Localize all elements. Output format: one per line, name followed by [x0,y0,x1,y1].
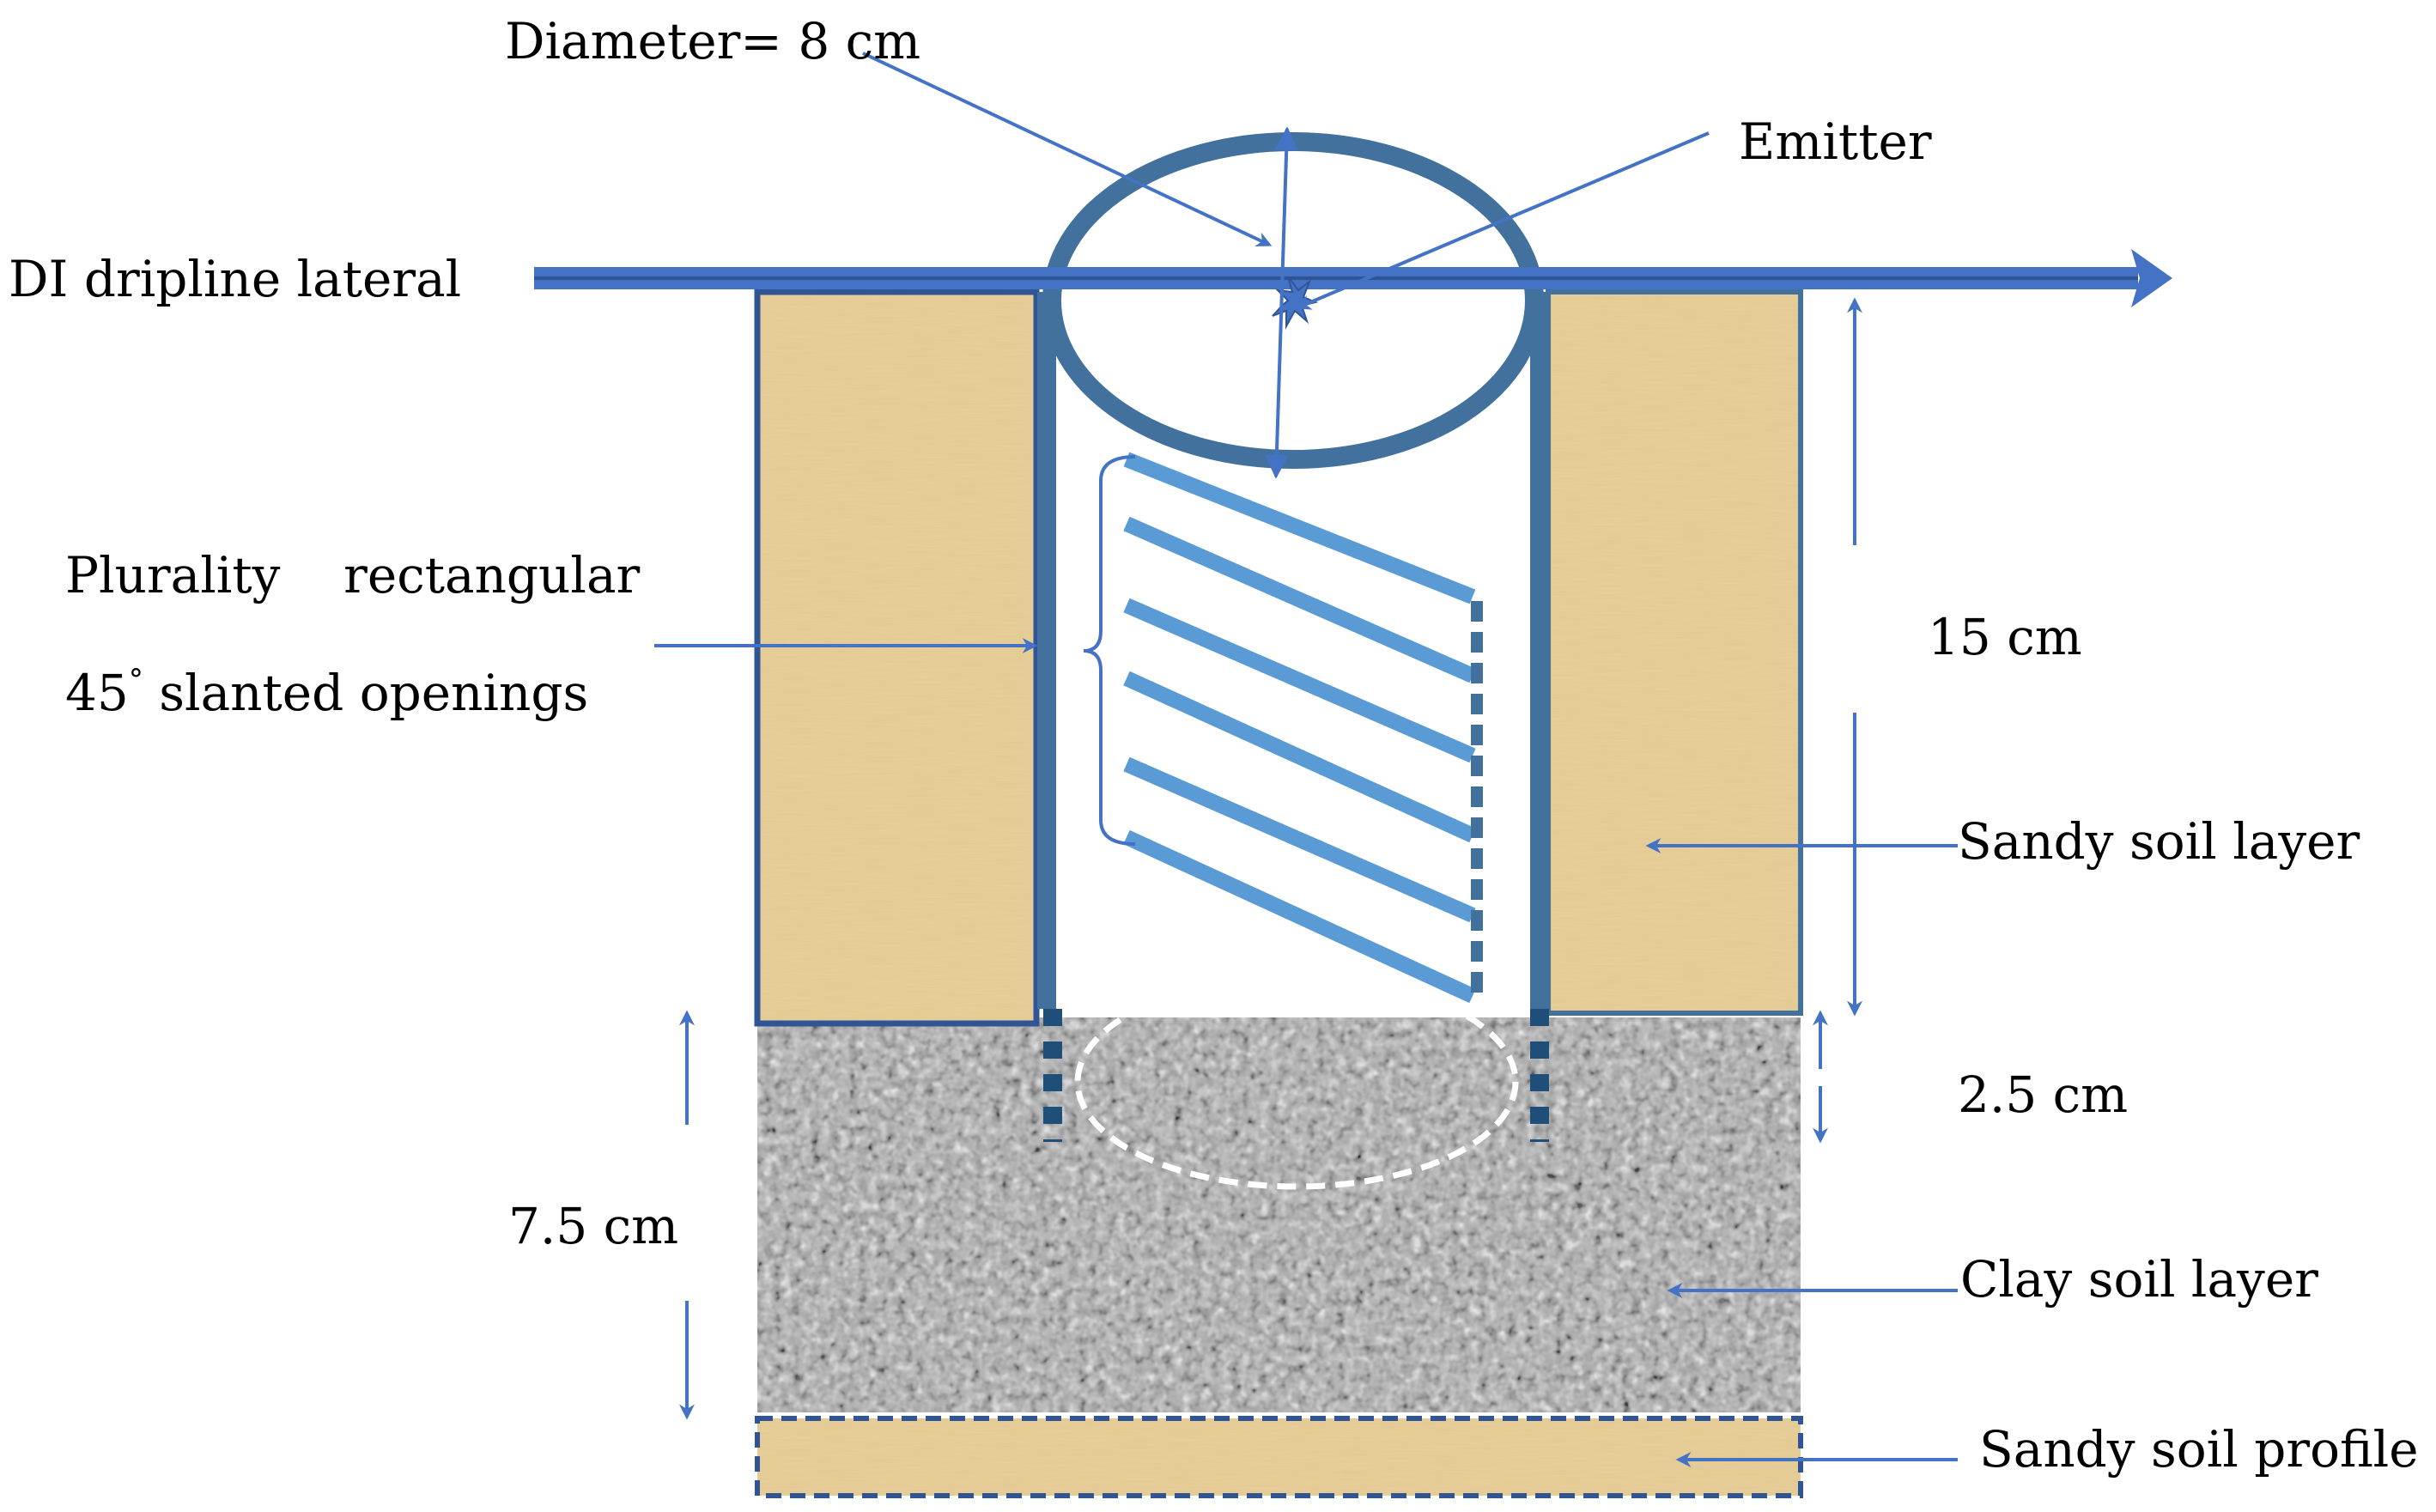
emitter-label: Emitter [1739,112,1932,171]
depth-7-5-label: 7.5 cm [508,1197,678,1255]
sandy-layer-label: Sandy soil layer [1958,812,2360,871]
openings-angle: 45 [65,664,129,722]
leader-lines [654,52,1958,1467]
diameter-label: Diameter= 8 cm [505,12,920,70]
slanted-openings [1123,452,1483,1004]
depth-15-label: 15 cm [1928,608,2082,666]
clay-layer-label: Clay soil layer [1960,1250,2318,1309]
openings-brace [1083,455,1136,846]
sandy-profile-label: Sandy soil profile [1979,1420,2419,1479]
openings-label-line2: 45° slanted openings [65,663,588,722]
dimension-arrows [679,297,1862,1420]
openings-label-line1: Plurality rectangular [65,546,641,604]
clay-soil-layer [757,1017,1801,1412]
sandy-soil-layer-right [1546,289,1803,1016]
diameter-arrow [1264,126,1299,479]
dripline-label: DI dripline lateral [9,250,461,308]
degree-symbol: ° [129,663,143,697]
dripline-lateral [534,249,2172,307]
sandy-soil-profile [755,1416,1803,1498]
openings-suffix: slanted openings [143,664,588,722]
sandy-soil-layer-left [754,288,1040,1027]
wetted-zone [1074,974,1519,1190]
gap-2-5-label: 2.5 cm [1958,1066,2128,1124]
